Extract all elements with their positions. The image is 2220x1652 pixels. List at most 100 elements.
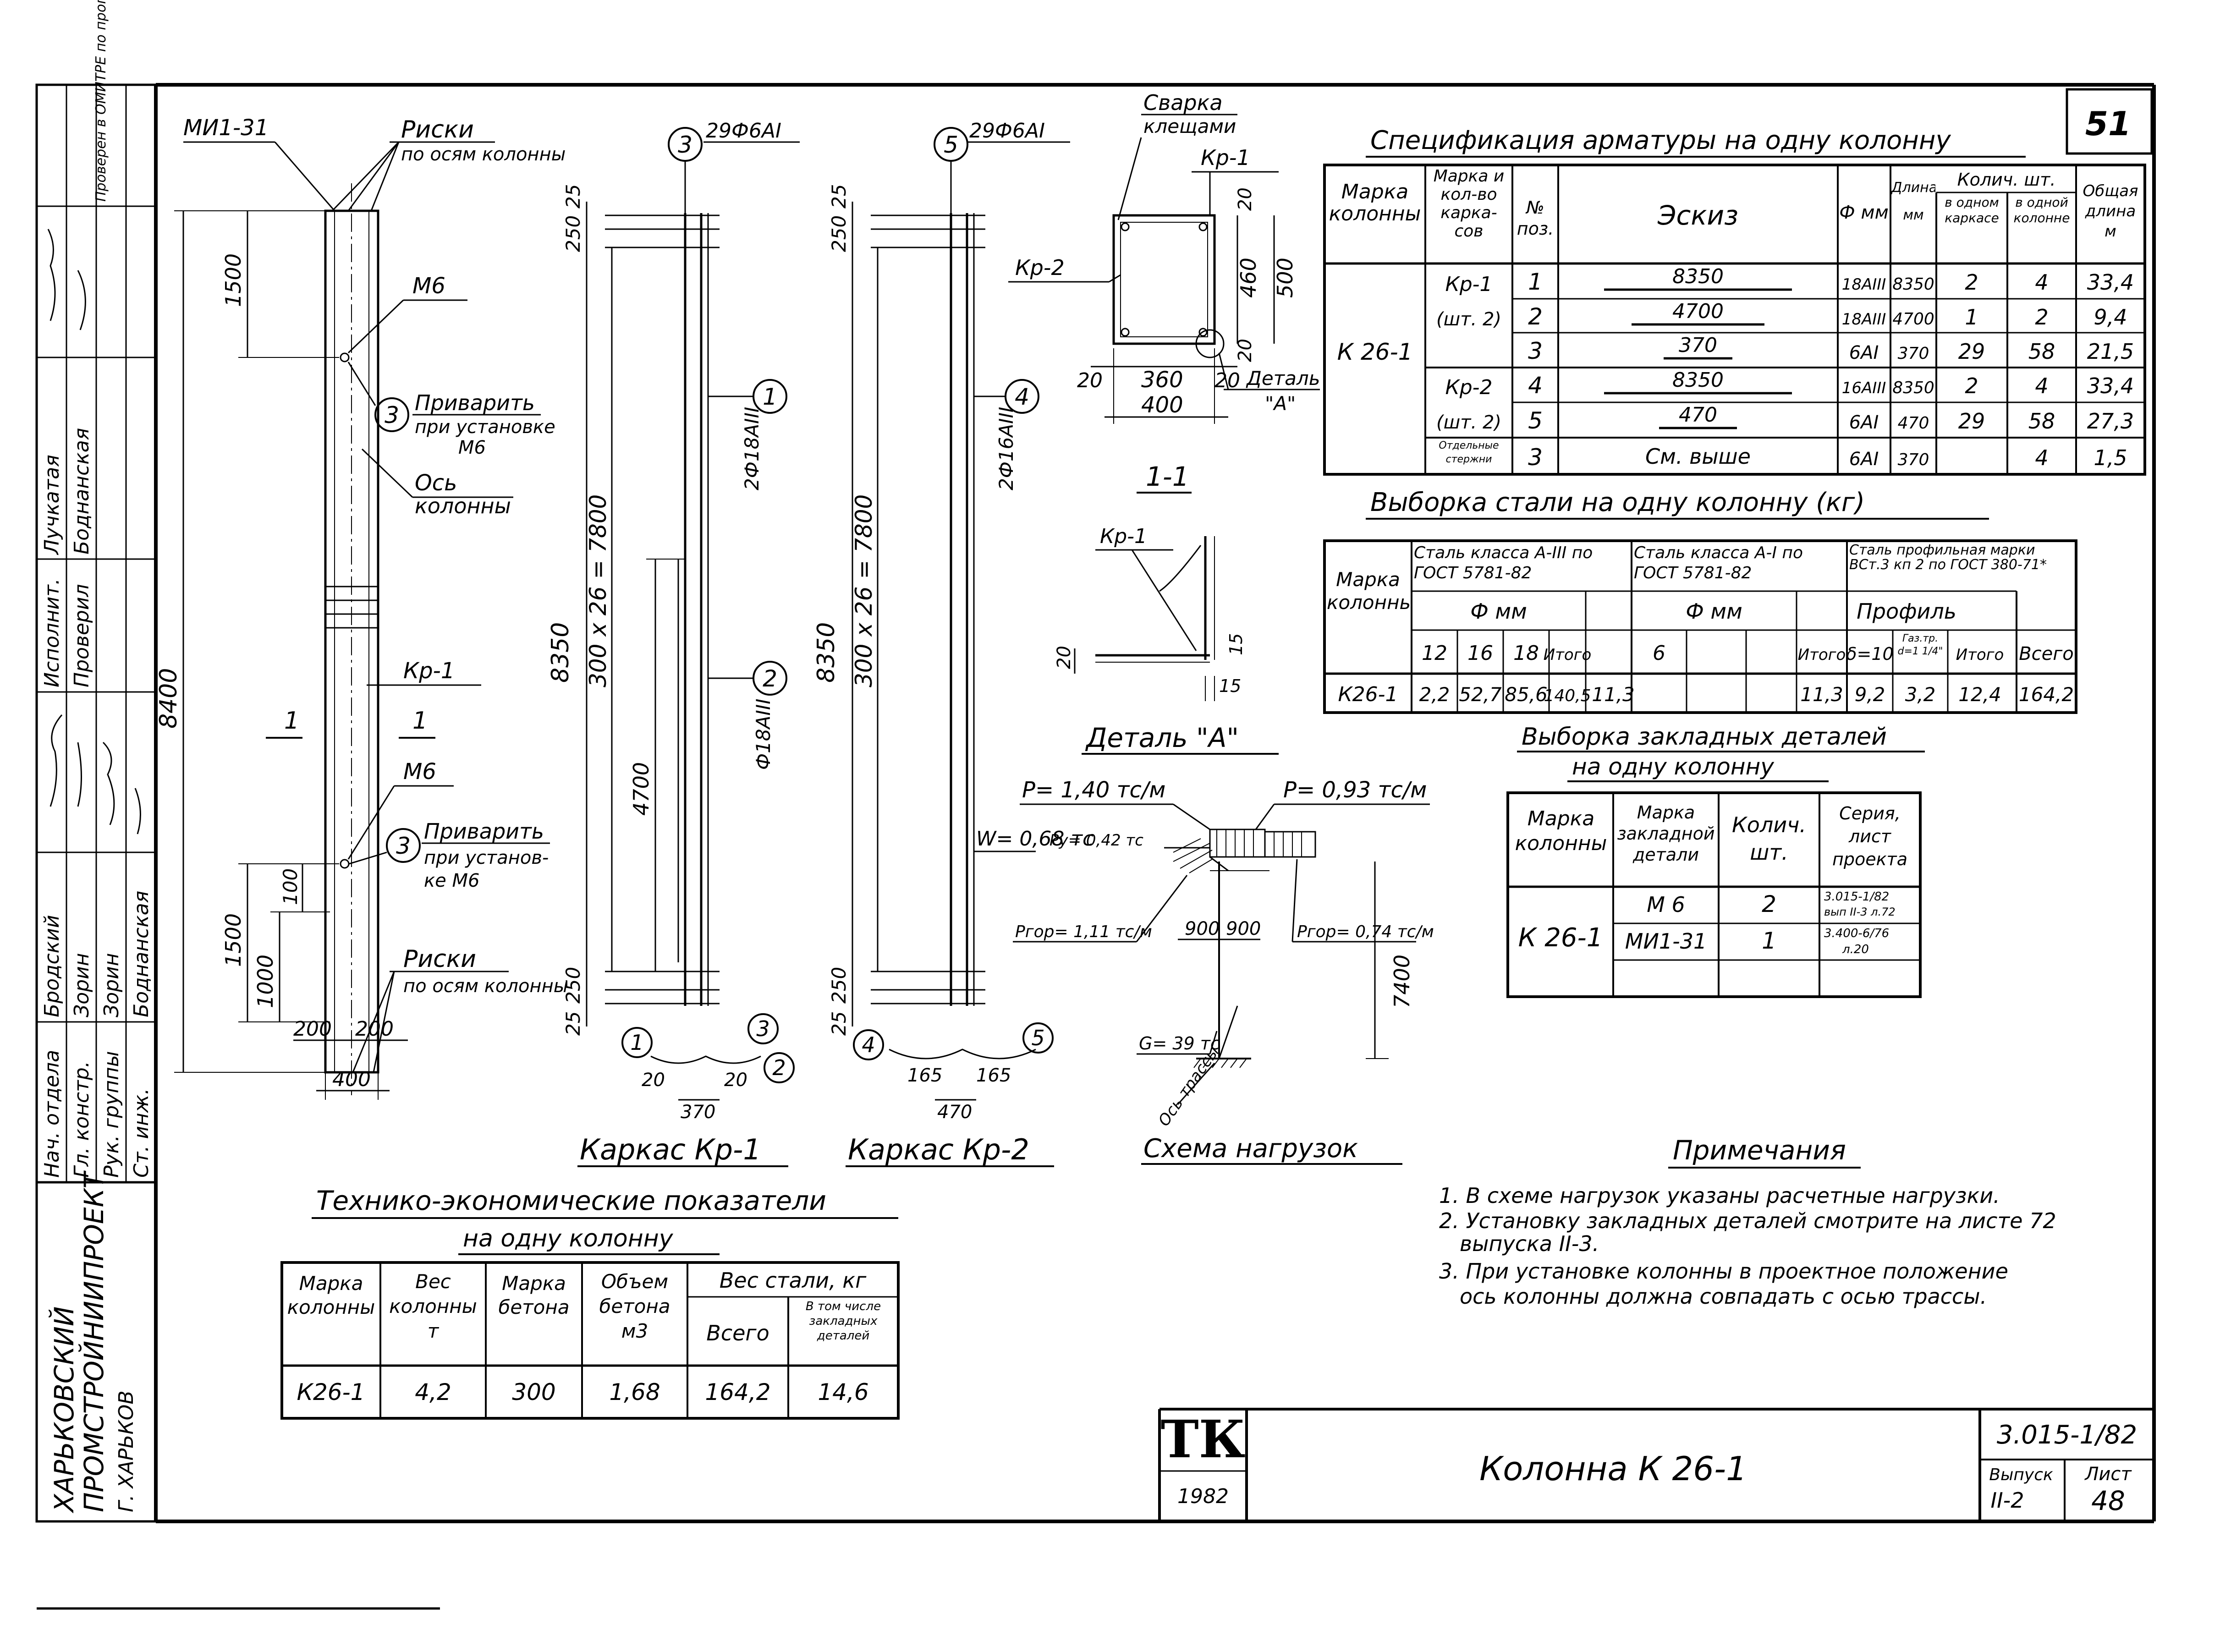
org-name-2: ПРОМСТРОЙНИИПРОЕКТ — [78, 1170, 110, 1512]
tep-h-mark: Марка колонны — [287, 1272, 375, 1318]
embed-r2-ser2: л.20 — [1842, 943, 1869, 956]
spec-title: Спецификация арматуры на одну колонну — [1370, 126, 1951, 155]
tep-h-steel: Вес стали, кг — [720, 1268, 867, 1293]
cage2-dim-250-bottom: 250 — [828, 967, 850, 1004]
steel-title: Выборка стали на одну колонну (кг) — [1370, 488, 1865, 517]
cage1-dim-8350: 8350 — [547, 622, 574, 683]
spec-r1-tot: 33,4 — [2087, 270, 2134, 295]
embed-r2-qty: 1 — [1762, 928, 1776, 954]
notes-title: Примечания — [1673, 1135, 1846, 1166]
side-stamp: Нач. отдела Гл. констр. Рук. группы Ст. … — [35, 0, 157, 1523]
cage2-dim-165b: 165 — [976, 1065, 1011, 1086]
spec-r5-no: 5 — [1528, 407, 1543, 434]
elev-kr1: Кр-1 — [403, 658, 455, 684]
stamp-top-note: Проверен в ОМИТРЕ по программе КВС — [93, 0, 109, 202]
sec-dim-360: 360 — [1141, 367, 1183, 393]
spec-r5-q1: 29 — [1958, 409, 1985, 434]
steel-r-i2: 11,3 — [1800, 683, 1843, 706]
spec-r6-phi: 6АI — [1849, 449, 1879, 470]
steel-r-v6: 11,3 — [1592, 683, 1635, 706]
spec-r4-phi: 16АIII — [1842, 379, 1886, 397]
cage1-sec-pos1: 1 — [630, 1030, 643, 1055]
spec-r5-sketch: 470 — [1679, 403, 1717, 427]
sec-dim-20b: 20 — [1235, 339, 1256, 362]
load-py: Ру= 0,42 тс — [1050, 831, 1143, 850]
spec-h-mark: Марка колонны — [1329, 181, 1421, 225]
spec-r3-no: 3 — [1528, 338, 1543, 364]
tep-table: Технико-экономические показатели на одну… — [280, 1185, 900, 1420]
tb-sheet-label: Лист — [2084, 1464, 2132, 1485]
page-number-box — [2066, 88, 2153, 155]
elev-axis-title: Ось — [415, 470, 457, 496]
elev-riski-bottom-sub: по осям колонны — [403, 976, 568, 997]
cage2-dim-8350: 8350 — [813, 622, 840, 683]
sec-kr1: Кр-1 — [1201, 145, 1250, 170]
tep-h-vol: Объем бетона м3 — [599, 1270, 670, 1342]
spec-r3-len: 370 — [1898, 344, 1929, 363]
spec-h-cage: Марка и кол-во карка-сов — [1433, 167, 1505, 241]
cage2-sec-pos5: 5 — [1031, 1026, 1044, 1050]
steel-c-itog3: Итого — [1956, 646, 2004, 664]
spec-r1-no: 1 — [1528, 269, 1543, 295]
elev-top-mark: МИ1-31 — [183, 115, 269, 141]
det-kr1: Кр-1 — [1100, 525, 1147, 548]
steel-r-v18: 85,6 — [1505, 683, 1548, 706]
cage1-dim-25a: 25 — [562, 184, 584, 209]
elev-weld-top: Приварить — [415, 390, 535, 415]
spec-r4-tot: 33,4 — [2087, 373, 2134, 398]
load-dim-7400: 7400 — [1390, 955, 1414, 1008]
spec-r4-q2: 4 — [2035, 373, 2048, 398]
embed-title1: Выборка закладных деталей — [1522, 723, 1887, 751]
cage2-bars: 29Ф6АI — [969, 119, 1045, 143]
spec-r1-q2: 4 — [2035, 270, 2048, 295]
load-dim-900b: 900 — [1226, 918, 1261, 939]
elev-weld-bottom: Приварить — [424, 819, 544, 844]
cage1-sec-pos3: 3 — [756, 1016, 769, 1041]
tb-issue-label: Выпуск — [1989, 1465, 2053, 1484]
cage1-dim-mid: 300 х 26 = 7800 — [585, 494, 611, 687]
elev-circle-3-top: 3 — [385, 402, 399, 428]
spec-h-sketch: Эскиз — [1657, 200, 1738, 231]
notes: Примечания 1. В схеме нагрузок указаны р… — [1439, 1135, 2056, 1309]
spec-h-phi: Ф мм — [1839, 202, 1889, 223]
spec-h-len: Длина мм — [1891, 180, 1935, 223]
tep-title1: Технико-экономические показатели — [316, 1185, 826, 1216]
spec-r5-phi: 6АI — [1849, 412, 1879, 433]
det-dim-15a: 15 — [1226, 633, 1246, 655]
sec-kr2: Кр-2 — [1015, 255, 1065, 280]
steel-c-itog2: Итого — [1798, 646, 1846, 664]
spec-r6-no: 3 — [1528, 444, 1543, 471]
spec-r5-tot: 27,3 — [2087, 409, 2134, 434]
spec-r6-q2: 4 — [2035, 445, 2048, 470]
tep-r-mark: К26-1 — [297, 1379, 365, 1405]
elev-dim-1500-bottom: 1500 — [221, 913, 246, 967]
steel-c18: 18 — [1513, 642, 1539, 665]
load-g: G= 39 тс — [1139, 1033, 1220, 1054]
detail-a: Кр-1 20 15 15 Деталь "А" — [1054, 525, 1279, 755]
tep-title2: на одну колонну — [463, 1225, 674, 1252]
load-p1: Р= 1,40 тс/м — [1022, 777, 1165, 803]
spec-r2-no: 2 — [1528, 303, 1543, 330]
cage1-bar2: Ф18АIII — [752, 699, 775, 770]
embed-r2-det: МИ1-31 — [1625, 929, 1707, 954]
steel-c-pipe: Газ.тр. d=1 1/4" — [1897, 633, 1943, 657]
spec-r4-cage: Кр-2 — [1445, 376, 1492, 399]
embed-title2: на одну колонну — [1572, 753, 1775, 780]
stamp-name-3: Зорин — [100, 953, 123, 1017]
steel-h-mark: Марка колонны — [1327, 568, 1409, 614]
stamp-executor-name: Лучкатая — [40, 455, 64, 555]
cage2-bar1: 2Ф16АIII — [995, 407, 1017, 490]
spec-r5-len: 470 — [1898, 414, 1929, 433]
cage2-dim-250-top: 250 — [828, 215, 850, 252]
stamp-signatures-2 — [47, 229, 86, 330]
cage-kr1: 3 29Ф6АI 1 2Ф18АIII 2 Ф18АIII 25 250 300… — [547, 119, 800, 1167]
steel-c6: 6 — [1653, 642, 1665, 665]
stamp-name-1: Бродский — [40, 915, 64, 1017]
elev-section-right: 1 — [412, 707, 428, 735]
spec-table: Спецификация арматуры на одну колонну Ма… — [1323, 126, 2146, 476]
steel-c-d10: δ=10 — [1846, 644, 1893, 664]
steel-r-d10: 9,2 — [1855, 683, 1885, 706]
spec-h-total: Общая длина м — [2083, 182, 2138, 241]
elev-m6-top: М6 — [412, 273, 445, 299]
